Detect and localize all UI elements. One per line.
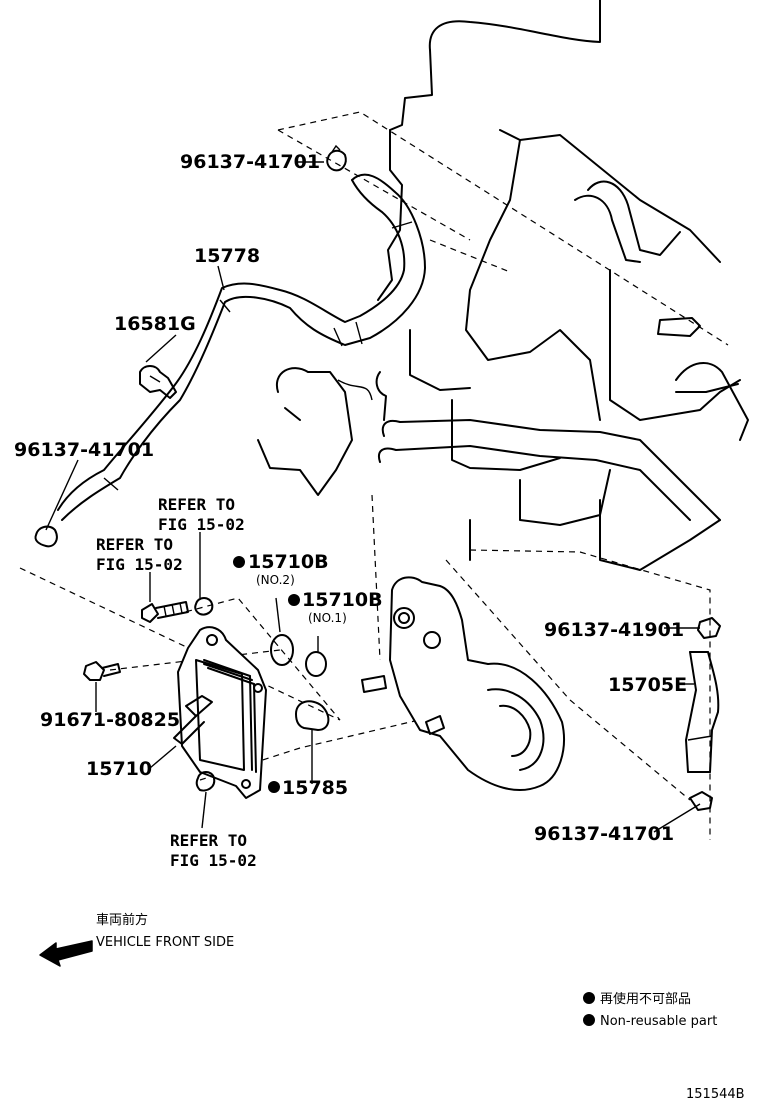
oil-cooler — [173, 626, 267, 799]
label-clamp-left: 96137-41701 — [14, 439, 154, 461]
label-gasket-cover: 15785 — [282, 777, 348, 799]
label-clamp-bracket: 16581G — [114, 313, 196, 335]
water-pipe — [378, 383, 739, 521]
direction-japanese: 車両前方 — [96, 912, 148, 928]
gasket-no2 — [270, 634, 294, 666]
label-refer-a-2: FIG 15-02 — [158, 515, 245, 534]
legend-dot-icon — [583, 992, 595, 1004]
direction-english: VEHICLE FRONT SIDE — [96, 935, 234, 950]
front-arrow-icon — [39, 940, 93, 967]
legend-english: Non-reusable part — [600, 1014, 717, 1029]
hose-15778 — [57, 173, 426, 521]
legend-dot-icon — [583, 1014, 595, 1026]
label-clamp-right-lower: 96137-41701 — [534, 823, 674, 845]
label-gasket-no2: 15710B — [248, 551, 329, 573]
gasket-15785 — [295, 700, 330, 731]
label-gasket-no1: 15710B — [302, 589, 383, 611]
washer-refer-c — [195, 771, 216, 792]
label-refer-c-1: REFER TO — [170, 831, 247, 850]
label-gasket-no2-note: (NO.2) — [256, 573, 295, 587]
legend-japanese: 再使用不可部品 — [600, 991, 691, 1007]
gasket-no1 — [305, 651, 327, 677]
label-refer-c-2: FIG 15-02 — [170, 851, 257, 870]
label-hose-15778: 15778 — [194, 245, 260, 267]
label-cooler: 15710 — [86, 758, 152, 780]
clamp-right-upper — [697, 617, 721, 639]
label-gasket-no1-note: (NO.1) — [308, 611, 347, 625]
clamp-top — [326, 144, 347, 172]
clamp-left — [34, 525, 58, 548]
label-clamp-top: 96137-41701 — [180, 151, 320, 173]
leader-lines — [45, 161, 701, 833]
hose-15705e — [685, 651, 720, 773]
bolt-refer-a — [141, 601, 189, 623]
figure-id: 151544B — [686, 1087, 745, 1102]
clamp-right-lower — [689, 791, 713, 811]
label-refer-a-1: REFER TO — [158, 495, 235, 514]
engine-block-outline — [257, 0, 749, 571]
bolt-91671 — [83, 661, 121, 681]
non-reusable-markers — [233, 556, 300, 793]
label-clamp-right-upper: 96137-41901 — [544, 619, 684, 641]
label-refer-b-2: FIG 15-02 — [96, 555, 183, 574]
housing — [361, 576, 565, 791]
label-bolt: 91671-80825 — [40, 709, 180, 731]
label-refer-b-1: REFER TO — [96, 535, 173, 554]
label-hose-right: 15705E — [608, 674, 687, 696]
clamp-bracket — [139, 365, 177, 399]
washer-refer-b — [194, 597, 214, 616]
